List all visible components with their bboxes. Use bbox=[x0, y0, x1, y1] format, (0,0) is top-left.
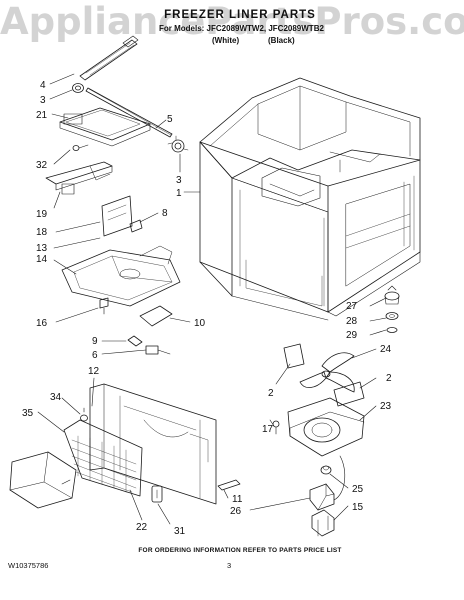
bracket-18 bbox=[101, 195, 133, 237]
callout-32: 32 bbox=[36, 160, 48, 171]
callout-28: 28 bbox=[346, 316, 358, 327]
callout-26: 26 bbox=[230, 506, 242, 517]
plug-16 bbox=[99, 297, 109, 315]
grommet-25 bbox=[320, 465, 332, 475]
callout-15: 15 bbox=[352, 502, 364, 513]
air-duct-tray bbox=[61, 245, 181, 307]
callout-8: 8 bbox=[162, 208, 168, 219]
page-number: 3 bbox=[227, 561, 232, 570]
vent-grille bbox=[63, 419, 143, 497]
cap-top bbox=[72, 83, 84, 93]
callout-labels: 4 3 21 5 32 3 1 19 8 18 13 14 27 28 29 1… bbox=[22, 80, 392, 537]
top-rail bbox=[79, 35, 139, 81]
foam-pad-2-upper bbox=[283, 343, 305, 369]
callout-2-left: 2 bbox=[268, 388, 274, 399]
fan-blade-24 bbox=[299, 352, 355, 393]
control-box bbox=[9, 451, 77, 509]
screw-32 bbox=[72, 144, 89, 151]
clip-8 bbox=[129, 219, 143, 233]
diagram-title: FREEZER LINER PARTS bbox=[164, 9, 316, 21]
ordering-note: FOR ORDERING INFORMATION REFER TO PARTS … bbox=[138, 547, 342, 554]
washer-29 bbox=[386, 327, 398, 333]
callout-4: 4 bbox=[40, 80, 46, 91]
variant-white: (White) bbox=[212, 36, 240, 45]
callout-24: 24 bbox=[380, 344, 392, 355]
callout-3-top: 3 bbox=[40, 95, 46, 106]
callout-23: 23 bbox=[380, 401, 392, 412]
sensor-31 bbox=[151, 485, 163, 503]
callout-25: 25 bbox=[352, 484, 364, 495]
foam-strip bbox=[217, 479, 241, 491]
screw-17 bbox=[272, 420, 280, 435]
callout-10: 10 bbox=[194, 318, 206, 329]
leader-lines bbox=[37, 73, 387, 525]
callout-3-lower: 3 bbox=[176, 175, 182, 186]
document-number: W10375786 bbox=[8, 561, 49, 570]
callout-29: 29 bbox=[346, 330, 358, 341]
callout-5: 5 bbox=[167, 114, 173, 125]
freezer-liner bbox=[199, 77, 421, 321]
callout-22: 22 bbox=[136, 522, 148, 533]
fan-shroud-23 bbox=[287, 397, 365, 457]
rod bbox=[85, 87, 173, 138]
callout-31: 31 bbox=[174, 526, 186, 537]
thermistor-9 bbox=[127, 335, 143, 347]
callout-21: 21 bbox=[36, 110, 48, 121]
washer-28 bbox=[385, 312, 399, 320]
callout-17: 17 bbox=[262, 424, 274, 435]
callout-2-right: 2 bbox=[386, 373, 392, 384]
bracket-15 bbox=[311, 509, 335, 537]
callout-9: 9 bbox=[92, 336, 98, 347]
callout-6: 6 bbox=[92, 350, 98, 361]
callout-13: 13 bbox=[36, 243, 48, 254]
callout-34: 34 bbox=[50, 392, 62, 403]
fill-cup-27 bbox=[384, 285, 400, 305]
fan-motor-26 bbox=[309, 455, 346, 511]
callout-11: 11 bbox=[232, 494, 243, 505]
connector-6 bbox=[145, 345, 171, 355]
callout-1: 1 bbox=[176, 188, 182, 199]
callout-19: 19 bbox=[36, 209, 48, 220]
screw-34 bbox=[80, 407, 88, 422]
callout-16: 16 bbox=[36, 318, 48, 329]
foam-pad-2-right bbox=[333, 381, 365, 407]
callout-35: 35 bbox=[22, 408, 34, 419]
callout-14: 14 bbox=[36, 254, 48, 265]
variant-black: (Black) bbox=[268, 36, 295, 45]
callout-12: 12 bbox=[88, 366, 100, 377]
callout-27: 27 bbox=[346, 301, 358, 312]
models-line: For Models: JFC2089WTW2, JFC2089WTB2 bbox=[159, 24, 324, 33]
slide-rail-lower bbox=[45, 161, 113, 195]
foam-block-10 bbox=[139, 305, 173, 327]
callout-18: 18 bbox=[36, 227, 48, 238]
slide-rail bbox=[59, 107, 151, 147]
gear-part bbox=[167, 135, 189, 153]
